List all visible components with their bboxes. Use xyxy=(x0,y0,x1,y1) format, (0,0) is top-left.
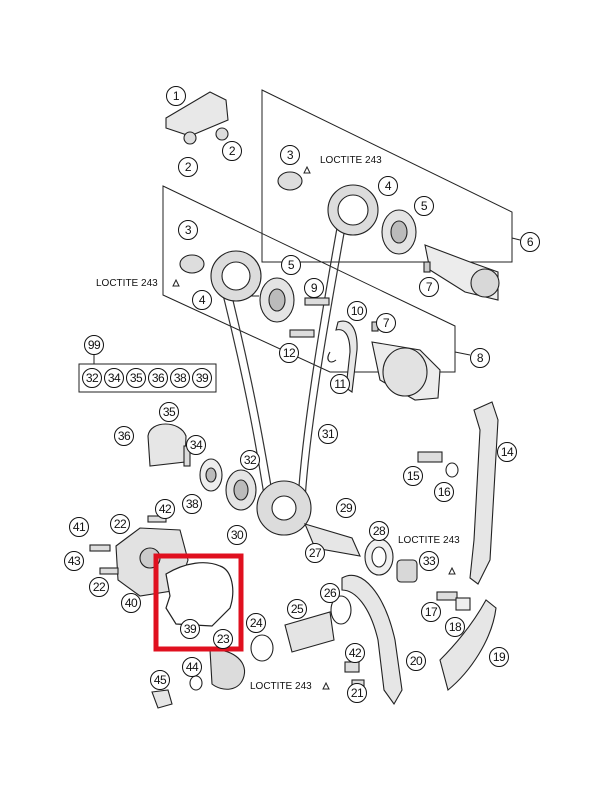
callout-4[interactable]: 4 xyxy=(192,290,212,310)
callout-15[interactable]: 15 xyxy=(403,466,423,486)
callout-7[interactable]: 7 xyxy=(419,277,439,297)
callout-1[interactable]: 1 xyxy=(166,86,186,106)
intake-camshaft xyxy=(179,250,441,401)
callout-4[interactable]: 4 xyxy=(378,176,398,196)
tensioner-rail-20 xyxy=(341,574,403,706)
exhaust-camshaft xyxy=(277,171,500,301)
callout-41[interactable]: 41 xyxy=(69,517,89,537)
callout-17[interactable]: 17 xyxy=(421,602,441,622)
kit-item-39[interactable]: 39 xyxy=(192,368,212,388)
callout-11[interactable]: 11 xyxy=(330,374,350,394)
callout-21[interactable]: 21 xyxy=(347,683,367,703)
kit-item-35[interactable]: 35 xyxy=(126,368,146,388)
callout-36[interactable]: 36 xyxy=(114,426,134,446)
callout-43[interactable]: 43 xyxy=(64,551,84,571)
highlight-box xyxy=(153,553,244,652)
kit-99-box xyxy=(78,363,217,393)
callout-34[interactable]: 34 xyxy=(186,435,206,455)
loctite-label: LOCTITE 243 xyxy=(320,155,382,166)
callout-16[interactable]: 16 xyxy=(434,482,454,502)
decompressor-kit xyxy=(147,423,257,511)
callout-18[interactable]: 18 xyxy=(445,617,465,637)
callout-2[interactable]: 2 xyxy=(222,141,242,161)
gasket-39 xyxy=(165,562,234,627)
loctite-label: LOCTITE 243 xyxy=(96,278,158,289)
callout-3[interactable]: 3 xyxy=(178,220,198,240)
callout-9[interactable]: 9 xyxy=(304,278,324,298)
guide-rail-19 xyxy=(439,599,497,691)
callout-22[interactable]: 22 xyxy=(89,577,109,597)
callout-2[interactable]: 2 xyxy=(178,157,198,177)
callout-42[interactable]: 42 xyxy=(345,643,365,663)
crank-gear xyxy=(256,480,418,583)
callout-38[interactable]: 38 xyxy=(182,494,202,514)
callout-39[interactable]: 39 xyxy=(180,619,200,639)
kit-item-38[interactable]: 38 xyxy=(170,368,190,388)
callout-35[interactable]: 35 xyxy=(159,402,179,422)
callout-31[interactable]: 31 xyxy=(318,424,338,444)
callout-6[interactable]: 6 xyxy=(520,232,540,252)
callout-42[interactable]: 42 xyxy=(155,499,175,519)
callout-19[interactable]: 19 xyxy=(489,647,509,667)
callout-7[interactable]: 7 xyxy=(376,313,396,333)
callout-12[interactable]: 12 xyxy=(279,343,299,363)
callout-27[interactable]: 27 xyxy=(305,543,325,563)
kit-item-34[interactable]: 34 xyxy=(104,368,124,388)
callout-22[interactable]: 22 xyxy=(110,514,130,534)
callout-23[interactable]: 23 xyxy=(213,629,233,649)
callout-30[interactable]: 30 xyxy=(227,525,247,545)
chain-tensioner xyxy=(250,595,365,691)
kit-item-32[interactable]: 32 xyxy=(82,368,102,388)
chain-guide-14 xyxy=(469,401,499,585)
callout-8[interactable]: 8 xyxy=(470,348,490,368)
callout-24[interactable]: 24 xyxy=(246,613,266,633)
callout-29[interactable]: 29 xyxy=(336,498,356,518)
callout-5[interactable]: 5 xyxy=(414,196,434,216)
callout-25[interactable]: 25 xyxy=(287,599,307,619)
callout-33[interactable]: 33 xyxy=(419,551,439,571)
callout-99[interactable]: 99 xyxy=(84,335,104,355)
callout-28[interactable]: 28 xyxy=(369,521,389,541)
callout-26[interactable]: 26 xyxy=(320,583,340,603)
loctite-label: LOCTITE 243 xyxy=(250,681,312,692)
callout-44[interactable]: 44 xyxy=(182,657,202,677)
callout-10[interactable]: 10 xyxy=(347,301,367,321)
callout-45[interactable]: 45 xyxy=(150,670,170,690)
callout-3[interactable]: 3 xyxy=(280,145,300,165)
callout-20[interactable]: 20 xyxy=(406,651,426,671)
callout-5[interactable]: 5 xyxy=(281,255,301,275)
part-1-top-guide xyxy=(165,91,229,145)
callout-14[interactable]: 14 xyxy=(497,442,517,462)
loctite-label: LOCTITE 243 xyxy=(398,535,460,546)
callout-32[interactable]: 32 xyxy=(240,450,260,470)
callout-40[interactable]: 40 xyxy=(121,593,141,613)
kit-item-36[interactable]: 36 xyxy=(148,368,168,388)
camshaft-exhaust-group-outline xyxy=(261,89,513,263)
